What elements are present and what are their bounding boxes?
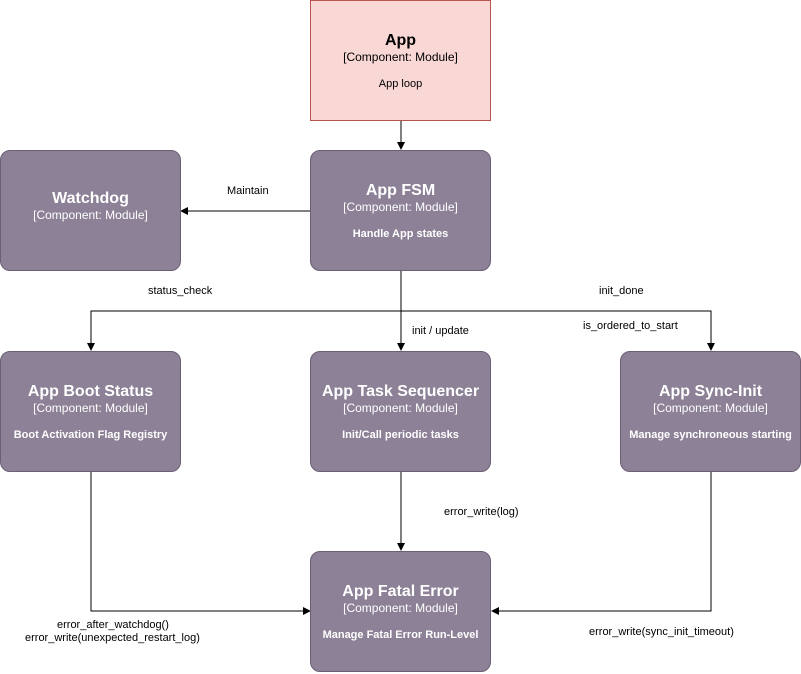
sequencer-title: App Task Sequencer (321, 383, 480, 400)
fatal-desc: Manage Fatal Error Run-Level (322, 629, 479, 641)
fsm-desc: Handle App states (352, 228, 449, 240)
label-error-write-log: error_write(log) (444, 506, 519, 518)
fatal-error-node: App Fatal Error [Component: Module] Mana… (310, 551, 491, 672)
fatal-title: App Fatal Error (342, 583, 459, 600)
label-error-after-watchdog: error_after_watchdog() (57, 619, 169, 631)
sync-desc: Manage synchroneous starting (629, 429, 792, 441)
edge-fsm-to-sync (401, 310, 715, 351)
task-sequencer-node: App Task Sequencer [Component: Module] I… (310, 351, 491, 472)
sync-title: App Sync-Init (658, 383, 763, 400)
label-init-update: init / update (412, 325, 469, 337)
label-error-write-sync: error_write(sync_init_timeout) (589, 626, 734, 638)
sequencer-desc: Init/Call periodic tasks (342, 429, 459, 441)
watchdog-type: [Component: Module] (33, 208, 148, 222)
label-is-ordered-to-start: is_ordered_to_start (583, 320, 678, 332)
app-node: App [Component: Module] App loop (310, 0, 491, 121)
fsm-node: App FSM [Component: Module] Handle App s… (310, 150, 491, 271)
app-desc: App loop (378, 78, 423, 90)
label-init-done: init_done (599, 285, 644, 297)
label-status-check: status_check (148, 285, 213, 297)
label-error-write-restart: error_write(unexpected_restart_log) (25, 632, 200, 644)
app-title: App (384, 32, 417, 49)
sync-init-node: App Sync-Init [Component: Module] Manage… (620, 351, 801, 472)
sync-type: [Component: Module] (653, 401, 768, 415)
fsm-type: [Component: Module] (343, 200, 458, 214)
watchdog-node: Watchdog [Component: Module] (0, 150, 181, 271)
boot-desc: Boot Activation Flag Registry (13, 429, 168, 441)
sequencer-type: [Component: Module] (343, 401, 458, 415)
boot-type: [Component: Module] (33, 401, 148, 415)
fsm-title: App FSM (365, 182, 436, 199)
edge-boot-to-fatal (90, 472, 311, 615)
edge-sync-to-fatal (491, 472, 712, 615)
boot-status-node: App Boot Status [Component: Module] Boot… (0, 351, 181, 472)
watchdog-title: Watchdog (52, 190, 129, 207)
app-type: [Component: Module] (343, 50, 458, 64)
fatal-type: [Component: Module] (343, 601, 458, 615)
label-maintain: Maintain (227, 185, 269, 197)
edge-fsm-to-boot (87, 310, 401, 351)
boot-title: App Boot Status (27, 383, 154, 400)
